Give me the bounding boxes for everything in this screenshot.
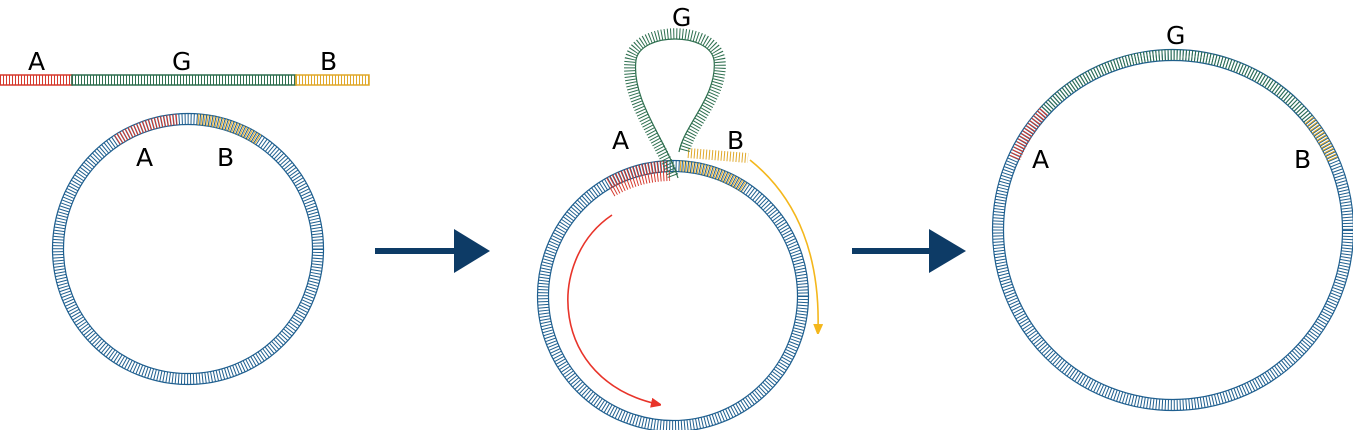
insert-strand-a [609,171,671,197]
plasmid-1-label-a: A [136,143,153,172]
insert-fragment [0,74,370,86]
panel-3-label-a: A [1032,145,1049,174]
recombinant-inner-rail [1002,59,1344,401]
panel-3-label-b: B [1294,145,1311,174]
recombinant-backbone [992,49,1353,411]
recombinant-region-g [1040,49,1314,124]
process-arrow-1 [375,229,490,273]
insert-loop-g-outer [634,38,715,179]
plasmid-1-outer-rail [51,112,325,386]
extension-arrow-gold [749,159,818,330]
plasmid-2-region-b [679,160,749,193]
plasmid-1-label-b: B [217,143,234,172]
extension-arrow-red [567,214,657,404]
plasmid-1-backbone [52,113,324,385]
process-arrow-2 [852,229,966,273]
panel-3-label-g: G [1166,21,1185,50]
panel-3: G A B [991,21,1353,412]
recombinant-plasmid [991,48,1353,412]
plasmid-1-inner-rail [62,123,314,375]
panel-2-label-a: A [612,126,629,155]
insert-label-a: A [28,47,45,76]
insert-loop-g [624,28,726,178]
panel-2-label-g: G [672,3,691,32]
plasmid-2-backbone [537,160,809,430]
plasmid-1-region-a [114,113,179,145]
recombinant-region-a [1009,106,1050,161]
panel-1: A G B A B [0,47,370,386]
plasmid-1 [51,112,325,386]
plasmid-2-outer-rail [536,159,810,430]
panel-2: G A B [536,3,819,430]
recombinant-region-b [1304,116,1339,163]
recombinant-outer-rail [991,48,1353,412]
panel-2-label-b: B [727,126,744,155]
insert-strand-b [687,148,749,163]
plasmid-2 [536,159,810,430]
plasmid-2-inner-rail [547,170,799,422]
plasmid-1-region-b [197,113,262,145]
plasmid-2-region-a [606,160,669,188]
insert-label-g: G [172,47,191,76]
insert-label-b: B [320,47,337,76]
